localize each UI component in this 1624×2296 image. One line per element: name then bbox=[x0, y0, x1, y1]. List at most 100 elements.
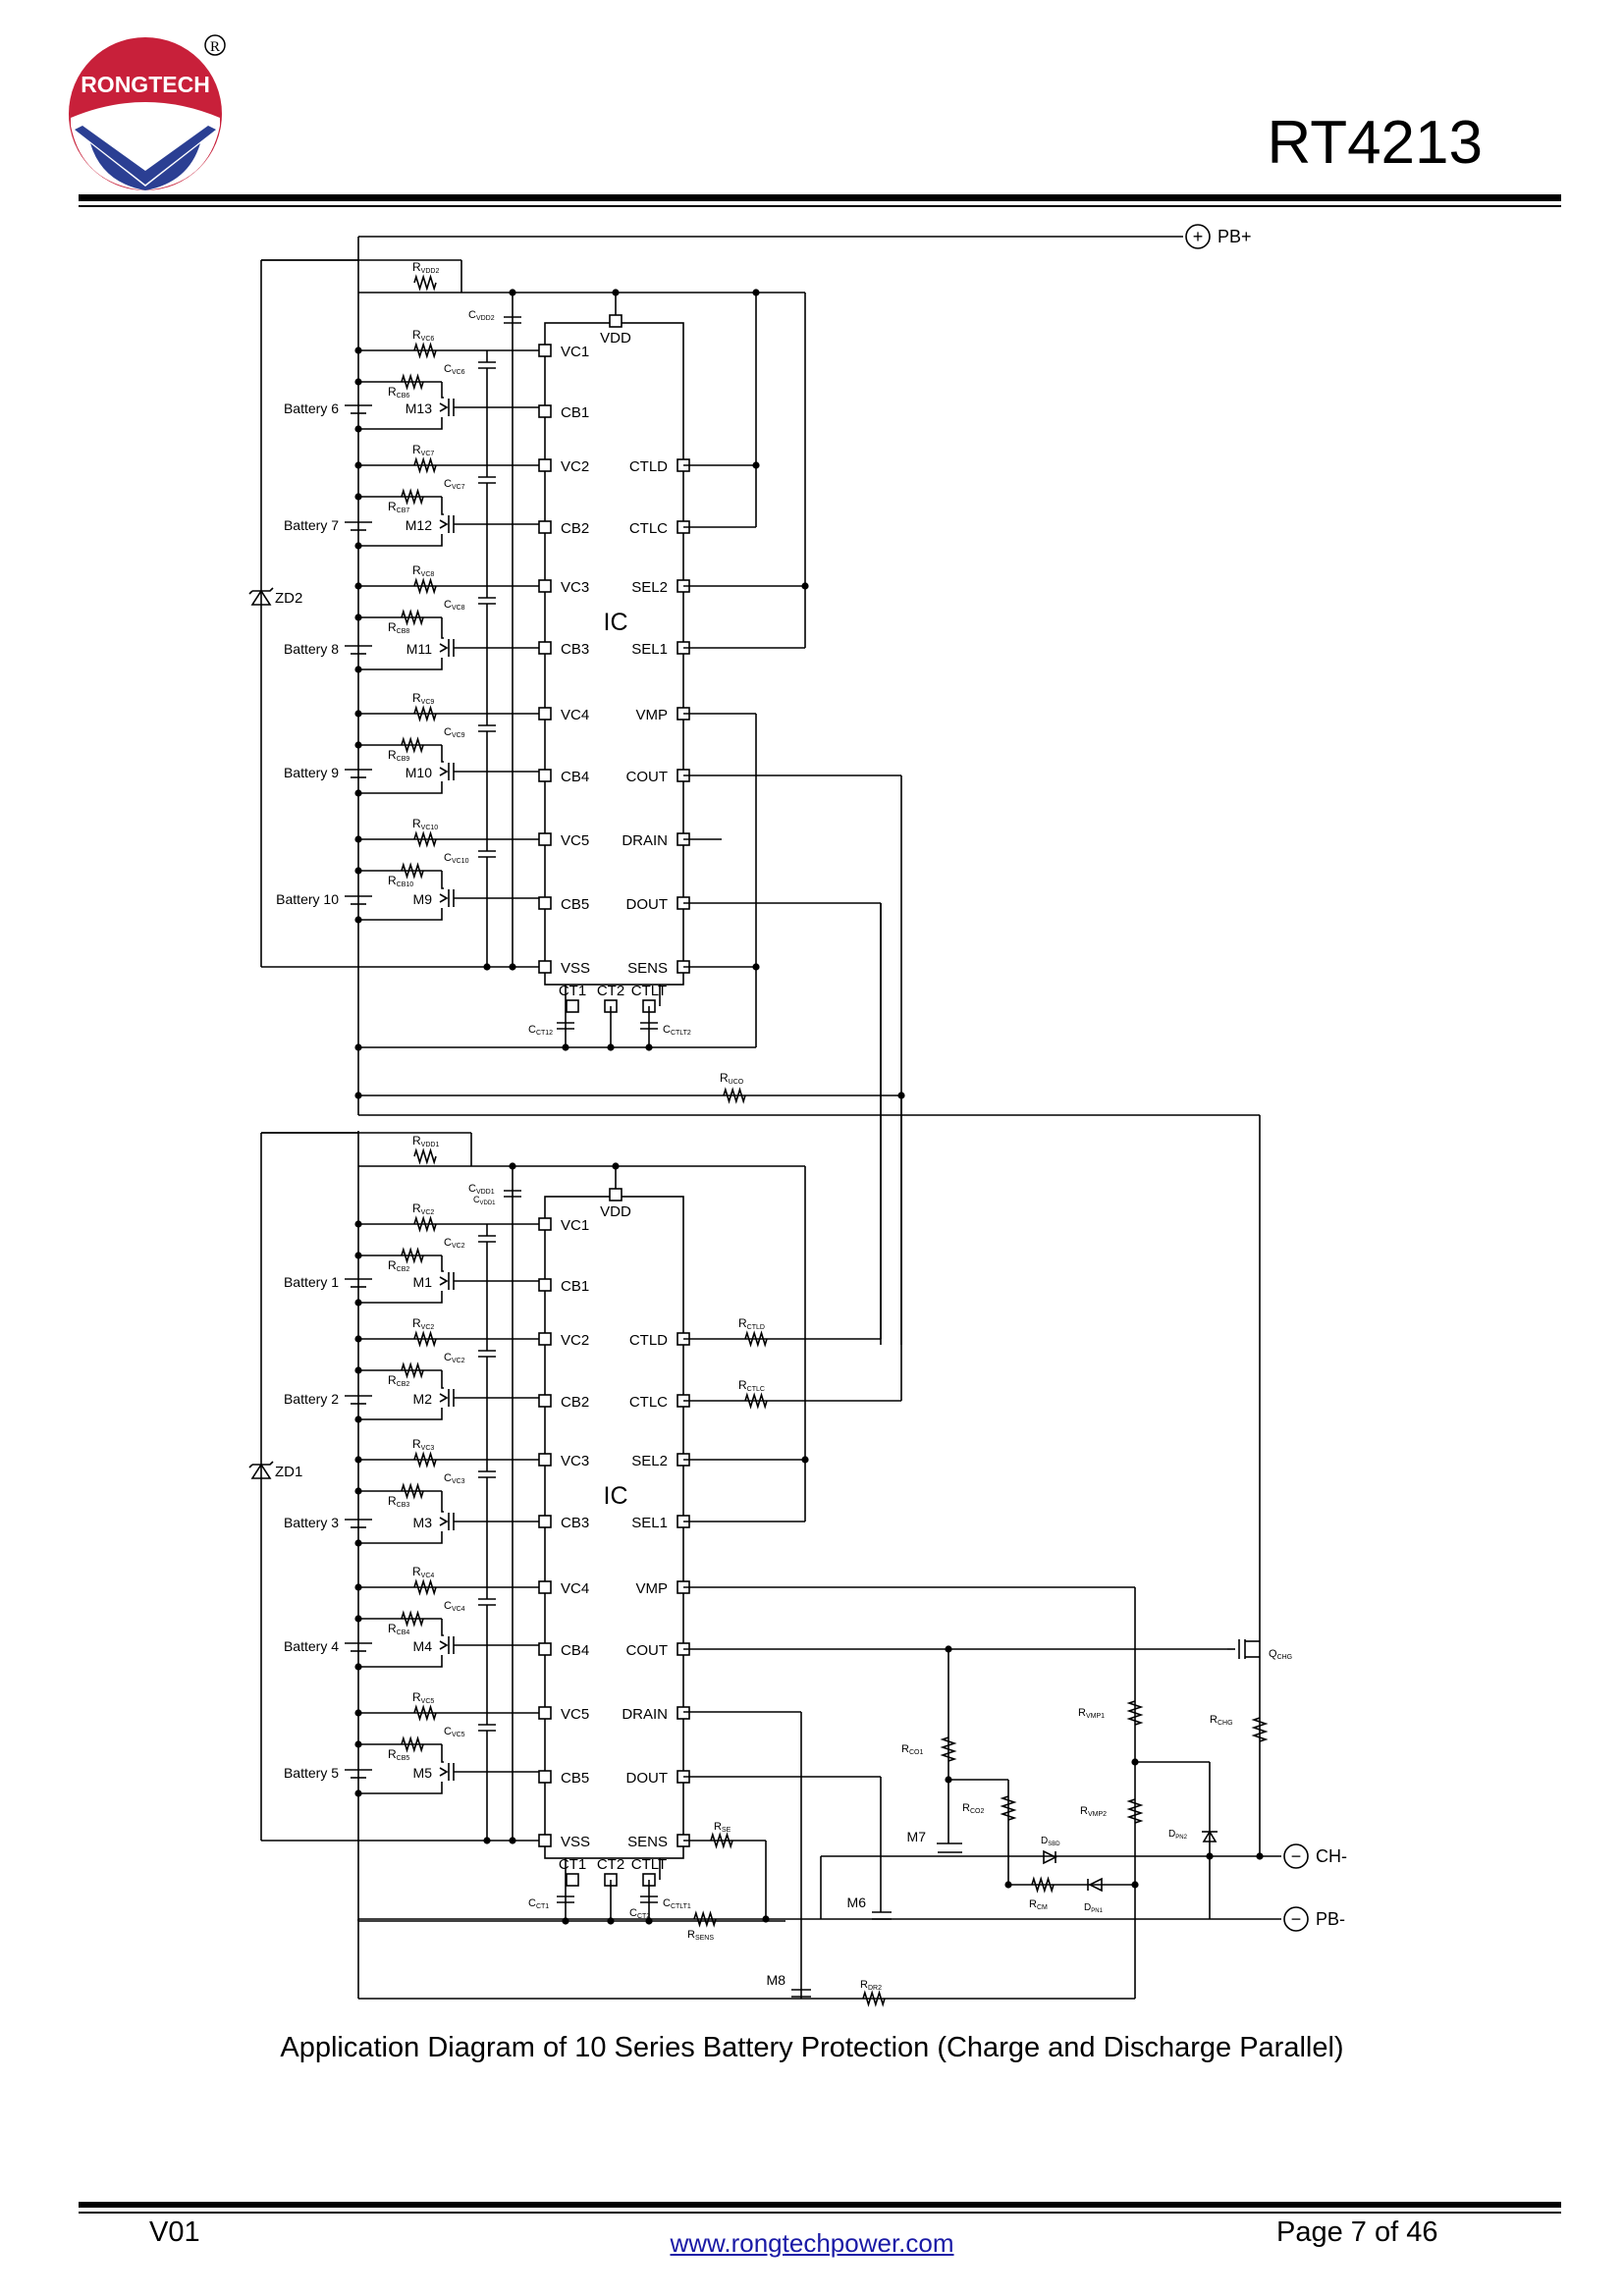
zener-diode bbox=[250, 589, 272, 606]
wire bbox=[441, 497, 444, 515]
pin-cb4 bbox=[538, 769, 552, 782]
ch-minus-terminal bbox=[1283, 1843, 1309, 1869]
logo-text: RONGTECH bbox=[81, 72, 210, 97]
company-logo: RONGTECH R bbox=[69, 34, 226, 190]
pin-label: VC2 bbox=[561, 1332, 589, 1349]
vc-capacitor-label: CVC2 bbox=[444, 1352, 465, 1364]
battery-label: Battery 10 bbox=[276, 891, 339, 907]
wire bbox=[358, 534, 443, 547]
ct2-capacitor-label: CCT2 bbox=[629, 1907, 650, 1920]
vc-resistor-label: RVC2 bbox=[412, 1316, 434, 1331]
battery-label: Battery 3 bbox=[284, 1515, 339, 1530]
junction-dot bbox=[354, 542, 362, 550]
pin-cb2 bbox=[538, 1394, 552, 1408]
junction-dot bbox=[354, 614, 362, 621]
balance-mosfet bbox=[439, 893, 449, 903]
junction-dot bbox=[354, 1366, 362, 1374]
pin-vdd-label: VDD bbox=[600, 330, 631, 347]
vdd-capacitor-label: CVDD1 bbox=[468, 1183, 495, 1196]
pin-vc5 bbox=[538, 832, 552, 846]
pn2-diode-label: DPN2 bbox=[1168, 1829, 1188, 1841]
cb-resistor-label: RCB4 bbox=[388, 1622, 409, 1636]
junction-dot bbox=[801, 582, 809, 590]
junction-dot bbox=[752, 963, 760, 971]
vc-resistor bbox=[413, 1578, 437, 1596]
ic-label: IC bbox=[604, 1482, 628, 1510]
pin-label: DOUT bbox=[626, 1770, 669, 1787]
cb-resistor bbox=[401, 1482, 424, 1500]
ch-minus-terminal: − bbox=[1291, 1846, 1302, 1866]
junction-dot bbox=[354, 461, 362, 469]
pin-label: CB1 bbox=[561, 1278, 589, 1295]
junction-dot bbox=[354, 916, 362, 924]
pin-vc1 bbox=[538, 344, 552, 357]
pin-label: VSS bbox=[561, 1834, 590, 1850]
junction-dot bbox=[354, 1740, 362, 1748]
pin-label: CT2 bbox=[597, 983, 624, 999]
junction-dot bbox=[509, 1837, 516, 1844]
junction-dot bbox=[354, 1043, 362, 1051]
junction-dot bbox=[509, 289, 516, 296]
junction-dot bbox=[562, 1043, 569, 1051]
cm-resistor bbox=[1031, 1876, 1055, 1894]
pin-label: VC5 bbox=[561, 1706, 589, 1723]
sens-resistor bbox=[693, 1910, 717, 1928]
vc-resistor bbox=[413, 1330, 437, 1348]
pb-minus-terminal: − bbox=[1291, 1909, 1302, 1929]
ctlt-capacitor-label: CCTLT2 bbox=[663, 1024, 691, 1037]
ctld-resistor-label: RCTLD bbox=[738, 1316, 765, 1331]
vc-resistor bbox=[413, 1704, 437, 1722]
pin-label: VC1 bbox=[561, 1217, 589, 1234]
battery-label: Battery 9 bbox=[284, 765, 339, 780]
wire bbox=[358, 1408, 443, 1420]
vc-capacitor-label: CVC5 bbox=[444, 1726, 465, 1738]
junction-dot bbox=[752, 461, 760, 469]
website-link[interactable]: www.rongtechpower.com bbox=[670, 2228, 954, 2258]
junction-dot bbox=[354, 1415, 362, 1423]
dr2-resistor-label: RDR2 bbox=[860, 1979, 882, 1992]
zener-diode bbox=[248, 590, 253, 595]
pin-label: DOUT bbox=[626, 896, 669, 913]
wire bbox=[358, 908, 443, 921]
pin-label: CB2 bbox=[561, 520, 589, 537]
header-rule-thick bbox=[79, 194, 1561, 201]
cb-resistor-label: RCB9 bbox=[388, 748, 409, 763]
pin-vc1 bbox=[538, 1217, 552, 1231]
vdd-resistor-label: RVDD1 bbox=[412, 1134, 439, 1148]
pin-label: SEL2 bbox=[631, 1453, 668, 1469]
vc-resistor-label: RVC2 bbox=[412, 1201, 434, 1216]
junction-dot bbox=[354, 710, 362, 718]
pin-label: DRAIN bbox=[622, 1706, 668, 1723]
mosfet-label: M5 bbox=[413, 1765, 433, 1781]
pin-label: CT1 bbox=[559, 983, 586, 999]
pin-cb5 bbox=[538, 896, 552, 910]
pin-label: CB3 bbox=[561, 1515, 589, 1531]
pin-drain bbox=[677, 1706, 690, 1720]
pb-plus-terminal: + bbox=[1193, 227, 1204, 246]
pin-label: CB2 bbox=[561, 1394, 589, 1411]
pin-label: VC1 bbox=[561, 344, 589, 360]
m6-label: M6 bbox=[847, 1895, 867, 1910]
battery-label: Battery 6 bbox=[284, 400, 339, 416]
pin-vc4 bbox=[538, 707, 552, 721]
pb-minus-terminal bbox=[1283, 1906, 1309, 1932]
junction-dot bbox=[354, 789, 362, 797]
junction-dot bbox=[354, 1335, 362, 1343]
mosfet-label: M4 bbox=[413, 1638, 433, 1654]
junction-dot bbox=[354, 1663, 362, 1671]
mosfet-label: M11 bbox=[406, 641, 432, 657]
junction-dot bbox=[354, 347, 362, 354]
pin-label: VMP bbox=[635, 1580, 668, 1597]
vdd-resistor bbox=[413, 274, 437, 292]
chg-resistor-label: RCHG bbox=[1210, 1714, 1233, 1727]
battery-label: Battery 7 bbox=[284, 517, 339, 533]
pin-vc2 bbox=[538, 1332, 552, 1346]
ctlt-capacitor-label: CCTLT1 bbox=[663, 1897, 691, 1910]
balance-mosfet bbox=[439, 1517, 449, 1526]
balance-mosfet bbox=[439, 519, 449, 529]
pin-vdd-label: VDD bbox=[600, 1203, 631, 1220]
se-resistor-label: RSE bbox=[714, 1821, 731, 1834]
pin-label: VC4 bbox=[561, 1580, 589, 1597]
pin-label: VMP bbox=[635, 707, 668, 723]
